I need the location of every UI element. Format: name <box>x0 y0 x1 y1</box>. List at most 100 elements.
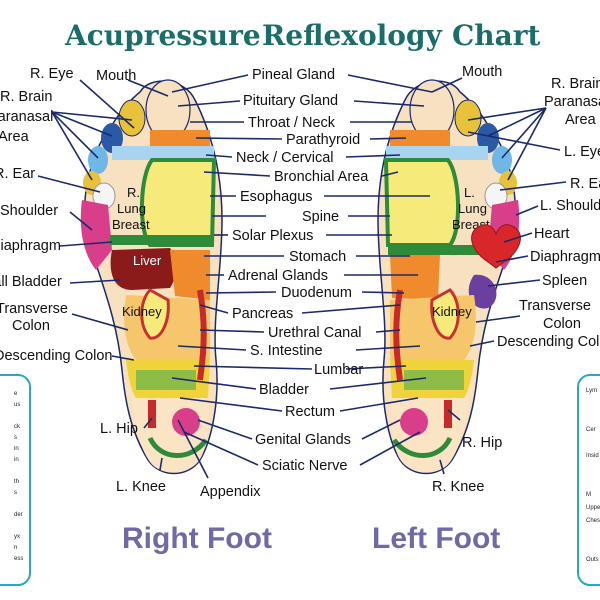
title-word-2: Reflexology <box>262 19 443 52</box>
right-shoulder-zone <box>80 200 112 270</box>
label-appendix: Appendix <box>200 484 261 500</box>
right-diaphragm-band <box>110 235 212 245</box>
label-pancreas: Pancreas <box>232 306 293 322</box>
side-panel-fragment: Chest <box>586 518 600 524</box>
side-panel-fragment: us <box>14 402 20 408</box>
label-r-brain-left: R. Brain <box>551 76 600 92</box>
label-l-hip: L. Hip <box>100 421 138 437</box>
right-throat-band <box>150 130 210 146</box>
side-panel-fragment: n <box>14 545 17 551</box>
left-lung-label-1: L. <box>464 185 475 200</box>
left-lung-label-2: Lung <box>458 201 487 216</box>
side-panel-fragment: ck <box>14 424 21 430</box>
label-spleen: Spleen <box>542 273 587 289</box>
label-bronchial-area: Bronchial Area <box>274 169 369 185</box>
label-duodenum: Duodenum <box>281 285 352 301</box>
right-kidney-label: Kidney <box>122 304 162 319</box>
label-transverse-left: Transverse <box>519 298 591 314</box>
label-r-ear-left: R. Ear <box>570 176 600 192</box>
label-stomach: Stomach <box>289 249 346 265</box>
right-side-panel-text: LymCerInsidMUppeChestOuts <box>586 388 600 563</box>
side-panel-fragment: Outs <box>586 557 599 563</box>
right-toe-3 <box>101 123 123 153</box>
label-urethral-canal: Urethral Canal <box>268 325 362 341</box>
right-foot: R. Lung Breast Liver Kidney <box>80 79 223 475</box>
label-bladder: Bladder <box>259 382 309 398</box>
label-pituitary-gland: Pituitary Gland <box>243 93 338 109</box>
side-panel-fragment: yx <box>14 534 20 540</box>
label-diaphragm-left: Diaphragm <box>530 249 600 265</box>
side-panel-fragment: in <box>14 446 19 452</box>
right-lung-breast <box>140 158 217 247</box>
right-hip-zone <box>148 400 156 428</box>
center-labels: Pineal Gland Pituitary Gland Throat / Ne… <box>200 67 369 500</box>
label-rectum: Rectum <box>285 404 335 420</box>
label-paranasal-right: Paranasal <box>0 109 53 125</box>
label-l-shoulder: L. Shoulder <box>540 198 600 214</box>
title-word-1: Acupressure <box>64 19 261 52</box>
side-panel-fragment: Insid <box>586 453 599 459</box>
left-kidney <box>430 288 460 340</box>
left-genital-glands <box>400 408 428 436</box>
right-kidney <box>140 288 170 340</box>
side-panel-fragment: in <box>14 457 19 463</box>
side-panel-fragment: e <box>14 391 18 397</box>
left-neck-band <box>386 146 488 160</box>
right-genital-glands <box>172 408 200 436</box>
left-side-panel <box>0 374 31 586</box>
side-panel-fragment: Uppe <box>586 505 600 511</box>
label-genital-glands: Genital Glands <box>255 432 351 448</box>
label-mouth-right: Mouth <box>96 68 136 84</box>
label-diaphragm-right: Diaphragm <box>0 238 61 254</box>
center-connectors <box>171 74 433 479</box>
label-shoulder-right: Shoulder <box>0 203 58 219</box>
left-toe-3 <box>477 123 499 153</box>
label-esophagus: Esophagus <box>240 189 313 205</box>
label-colon-left: Colon <box>543 316 581 332</box>
label-r-hip: R. Hip <box>462 435 502 451</box>
label-neck-cervical: Neck / Cervical <box>236 150 334 166</box>
side-panel-fragment: ess <box>14 556 23 562</box>
left-stomach-zone <box>390 255 440 300</box>
left-throat-band <box>390 130 450 146</box>
label-solar-plexus: Solar Plexus <box>232 228 313 244</box>
label-descending-colon-left: Descending Colon <box>497 334 600 350</box>
right-lung-label-3: Breast <box>112 217 150 232</box>
label-transverse-right: Transverse <box>0 301 68 317</box>
label-throat-neck: Throat / Neck <box>248 115 336 131</box>
label-area-left: Area <box>565 112 597 128</box>
label-lumbar: Lumbar <box>314 362 363 378</box>
right-lung-label-1: R. <box>127 185 140 200</box>
side-panel-fragment: s <box>14 490 17 496</box>
label-r-ear-right: R. Ear <box>0 166 35 182</box>
right-liver-label: Liver <box>133 253 162 268</box>
right-foot-title: Right Foot <box>122 522 272 555</box>
left-foot: L. Lung Breast Kidney <box>377 79 521 475</box>
label-heart: Heart <box>534 226 569 242</box>
heart-zone <box>471 224 521 269</box>
left-sciatic-band <box>391 436 453 458</box>
side-panel-fragment: Lym <box>586 388 597 394</box>
left-diaphragm-band <box>388 245 490 255</box>
right-neck-band <box>112 146 214 160</box>
right-sciatic-band <box>147 436 209 458</box>
label-spine: Spine <box>302 209 339 225</box>
label-pineal-gland: Pineal Gland <box>252 67 335 83</box>
right-heel <box>132 398 209 473</box>
label-s-intestine: S. Intestine <box>250 343 323 359</box>
label-r-brain-right: R. Brain <box>0 89 52 105</box>
label-gall-bladder: Gall Bladder <box>0 274 62 290</box>
title-word-3: Chart <box>452 19 541 52</box>
label-parathyroid: Parathyroid <box>286 132 360 148</box>
side-panel-fragment: der <box>14 512 23 518</box>
left-hip-zone <box>444 400 452 428</box>
left-bladder <box>404 370 464 390</box>
label-r-eye: R. Eye <box>30 66 74 82</box>
side-panel-fragment: M <box>586 492 591 498</box>
left-kidney-label: Kidney <box>432 304 472 319</box>
label-mouth-left: Mouth <box>462 64 502 80</box>
label-paranasal-left: Paranasal <box>544 94 600 110</box>
label-colon-right: Colon <box>12 318 50 334</box>
